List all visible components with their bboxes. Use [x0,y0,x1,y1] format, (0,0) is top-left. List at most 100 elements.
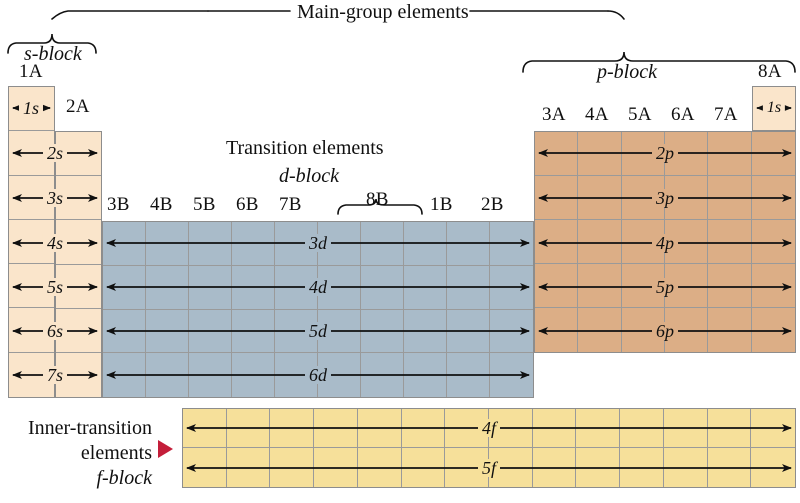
grid-cell [189,222,232,266]
grid-cell [620,409,664,448]
s-cell [9,264,54,309]
orbital-label-4s: 4s [42,234,68,252]
orbital-label-5s: 5s [42,278,68,296]
orbital-label-1s: 1s [18,99,44,117]
grid-cell [751,264,795,308]
grid-cell [404,265,447,310]
grid-cell [183,409,227,448]
grid-cell [146,222,189,266]
grid-cell [447,222,490,266]
grid-cell [535,308,579,352]
grid-cell [361,353,404,397]
grid-cell [401,409,446,448]
grid-cell [146,265,189,310]
s-block-label: s-block [24,43,82,65]
grid-cell [535,132,579,176]
grid-cell [103,353,146,397]
grid-cell [620,448,664,487]
grid-cell [232,353,275,397]
grid-cell [708,308,752,352]
group-label-3b: 3B [107,194,130,215]
grid-cell [708,132,752,176]
group-label-5b: 5B [193,194,216,215]
orbital-label-6s: 6s [42,322,68,340]
transition-elements-label: Transition elements [226,137,384,159]
grid-cell [533,448,577,487]
grid-cell [146,309,189,354]
grid-cell [490,266,533,310]
grid-cell [232,222,275,266]
grid-cell [189,265,232,310]
main-group-elements-title: Main-group elements [297,1,469,23]
s-cell [9,131,54,176]
group-label-7a: 7A [714,104,738,125]
grid-cell [103,309,146,354]
orbital-label-1s-helium: 1s [762,100,786,116]
grid-cell [361,222,404,266]
orbital-label-4f: 4f [477,419,501,437]
s-cell [9,176,54,220]
group-label-4b: 4B [150,194,173,215]
group-label-1a: 1A [19,61,43,82]
main-group-right-arm [607,10,625,20]
orbital-label-7s: 7s [42,366,68,384]
grid-cell [708,448,752,487]
grid-cell [752,308,795,352]
grid-cell [402,448,446,487]
grid-cell [576,448,621,487]
orbital-label-5p: 5p [652,278,678,296]
inner-transition-line-3: f-block [96,467,152,489]
orbital-label-3s: 3s [42,189,68,207]
grid-cell [361,265,404,310]
grid-cell [751,132,795,176]
group-label-8b: 8B [366,189,389,210]
grid-cell [103,222,146,266]
grid-cell [447,265,490,310]
grid-cell [490,310,533,354]
grid-cell [751,448,795,487]
grid-cell [357,409,402,448]
grid-cell [578,176,622,220]
orbital-label-6d: 6d [305,366,331,384]
orbital-label-5d: 5d [305,322,331,340]
grid-cell [189,309,232,354]
grid-cell [490,222,533,266]
group-label-6a: 6A [671,104,695,125]
group-label-2b: 2B [481,194,504,215]
group-label-7b: 7B [279,194,302,215]
s-cell [56,309,101,353]
grid-cell [707,409,752,448]
group-label-2a: 2A [66,96,90,117]
s-cell [9,220,54,265]
s-cell [56,176,101,221]
grid-cell [103,265,146,310]
orbital-label-2s: 2s [42,144,68,162]
grid-cell [270,409,315,448]
inner-transition-caption: Inner-transition elements f-block [0,416,152,491]
group-label-6b: 6B [236,194,259,215]
grid-cell [535,176,579,220]
orbital-label-4d: 4d [305,278,331,296]
orbital-label-6p: 6p [652,322,678,340]
grid-cell [447,353,490,397]
grid-cell [751,176,795,220]
grid-cell [578,220,622,264]
grid-cell [532,409,577,448]
group-label-1b: 1B [430,194,453,215]
grid-cell [576,409,621,448]
s-cell [56,265,101,309]
d-block-label: d-block [279,165,339,187]
s-cell [56,132,101,177]
grid-cell [226,409,271,448]
grid-cell [361,309,404,354]
grid-cell [751,409,795,448]
grid-cell [578,132,622,176]
grid-cell [232,265,275,310]
group-label-4a: 4A [585,104,609,125]
grid-cell [232,309,275,354]
grid-cell [404,222,447,266]
p-block-label: p-block [597,61,657,83]
group-label-5a: 5A [628,104,652,125]
s-cell [9,87,54,132]
